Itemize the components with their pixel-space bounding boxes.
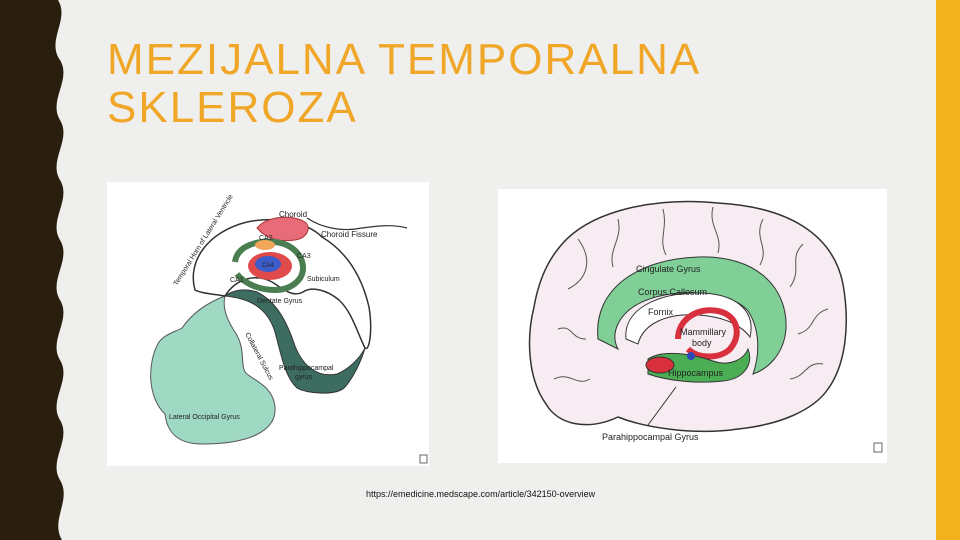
hippocampus-diagram: Temporal Horn of Lateral Ventricle Choro… xyxy=(107,182,429,466)
parahippocampal-label-line-2: gyrus xyxy=(295,374,313,381)
source-caption: https://emedicine.medscape.com/article/3… xyxy=(366,489,595,499)
dentate-gyrus-label: Dentate Gyrus xyxy=(257,298,303,305)
lateral-occipital-gyrus-label: Lateral Occipital Gyrus xyxy=(169,414,240,421)
brain-medial-view-figure: Cingulate Gyrus Corpus Callosum Fornix M… xyxy=(498,189,887,463)
slide-title-line-2: SKLEROZA xyxy=(107,83,358,132)
parahippocampal-gyrus-label: Parahippocampal Gyrus xyxy=(602,432,699,442)
hippocampus-cross-section-figure: Temporal Horn of Lateral Ventricle Choro… xyxy=(107,182,429,466)
ca2-label: CA2 xyxy=(259,235,273,242)
slide-title: MEZIJALNA TEMPORALNA SKLEROZA xyxy=(107,36,701,132)
corpus-callosum-label: Corpus Callosum xyxy=(638,287,707,297)
choroid-fissure-label: Choroid Fissure xyxy=(321,230,378,239)
slide-title-line-1: MEZIJALNA TEMPORALNA xyxy=(107,35,701,84)
parahippocampal-label-line-1: Parahippocampal xyxy=(279,365,334,372)
hippocampus-label: Hippocampus xyxy=(668,368,724,378)
mammillary-label-line-1: Mammillary xyxy=(680,327,726,337)
choroid-label: Choroid xyxy=(279,210,307,219)
ca1-label: CA1 xyxy=(230,277,244,284)
lateral-occipital-gyrus-region xyxy=(151,296,275,444)
ca3-label: CA3 xyxy=(297,253,311,260)
figure-corner-icon xyxy=(874,443,882,452)
subiculum-label: Subiculum xyxy=(307,276,340,283)
accent-bar xyxy=(936,0,960,540)
ca4-label: CA4 xyxy=(262,263,274,269)
fornix-label: Fornix xyxy=(648,307,674,317)
choroid-fissure-line xyxy=(307,218,407,230)
brain-diagram: Cingulate Gyrus Corpus Callosum Fornix M… xyxy=(498,189,887,463)
figure-corner-icon xyxy=(420,455,427,463)
mammillary-body-dot xyxy=(687,352,695,360)
mammillary-label-line-2: body xyxy=(692,338,712,348)
decorative-left-band xyxy=(0,0,80,540)
cingulate-gyrus-label: Cingulate Gyrus xyxy=(636,264,701,274)
